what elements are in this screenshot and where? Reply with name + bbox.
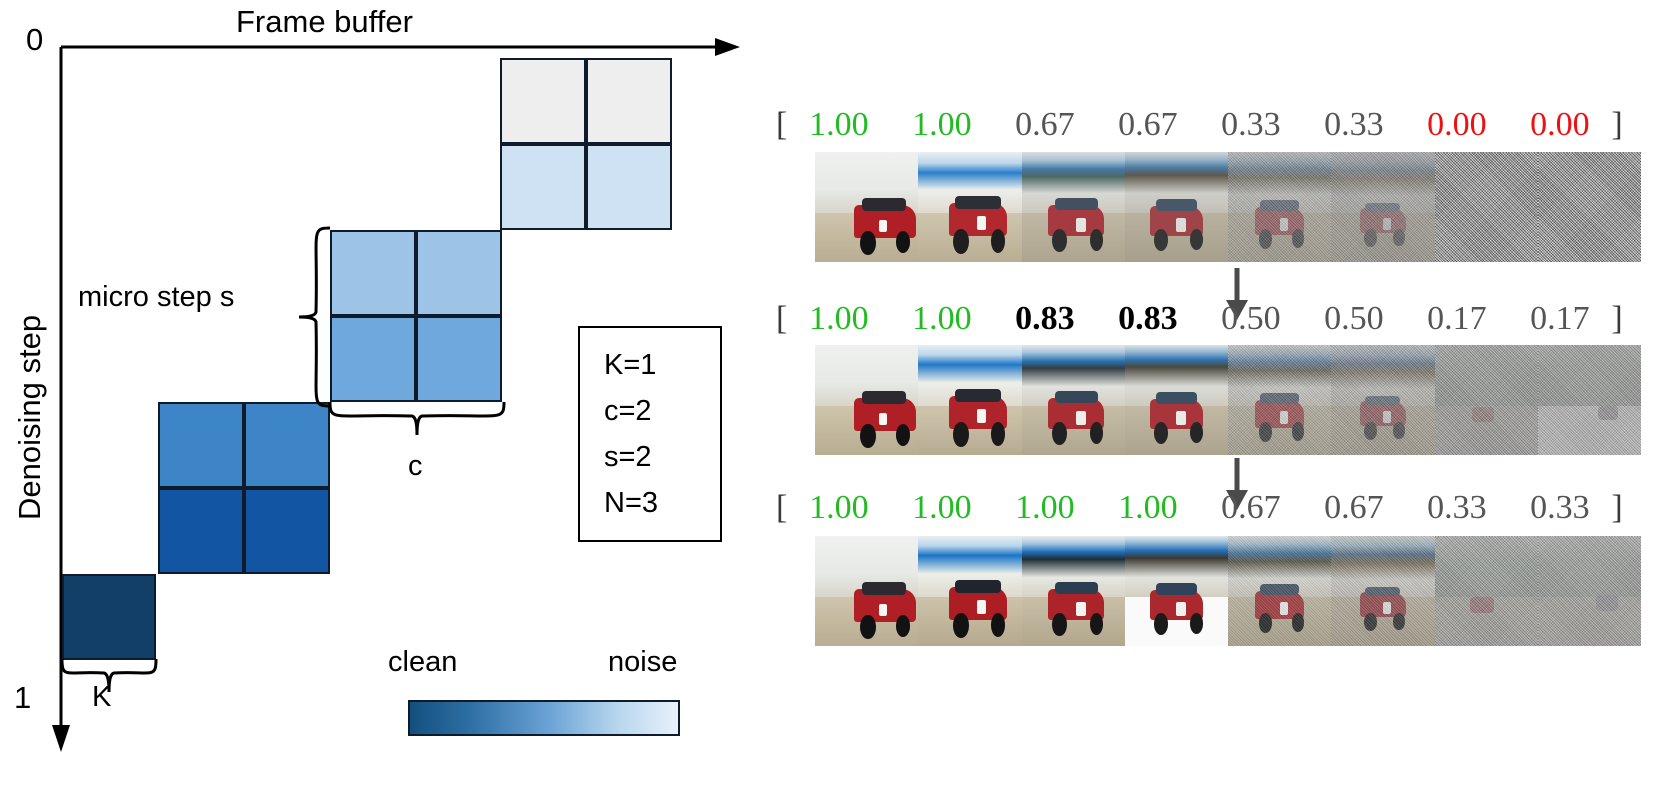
frame-3-5 — [1228, 536, 1332, 646]
frame-2-6 — [1331, 345, 1435, 455]
param-K: K=1 — [604, 349, 657, 381]
colormap-legend-bar — [408, 700, 680, 736]
frame-1-6 — [1331, 152, 1435, 262]
y-axis-tick-bottom: 1 — [14, 680, 32, 715]
brace-micro-step-s — [298, 226, 331, 408]
frame-2-8 — [1537, 345, 1641, 455]
row-1-value-6: 0.33 — [1324, 106, 1384, 143]
x-axis-label: Frame buffer — [236, 4, 413, 39]
y-axis-label: Denoising step — [12, 314, 47, 520]
frame-3-4 — [1124, 536, 1228, 646]
y-axis-tick-top: 0 — [26, 22, 44, 57]
row-2-value-5: 0.50 — [1221, 300, 1281, 337]
strip-row-2 — [815, 345, 1641, 455]
row-3-value-6: 0.67 — [1324, 489, 1384, 526]
frame-2-2 — [918, 345, 1022, 455]
grid-cell-b3 — [330, 316, 416, 402]
row-3-value-4: 1.00 — [1118, 489, 1178, 526]
frame-2-4 — [1124, 345, 1228, 455]
row-1-value-1: 1.00 — [809, 106, 869, 143]
row-3-open-bracket: [ — [776, 489, 788, 526]
grid-cell-a3 — [500, 144, 586, 230]
row-1-value-5: 0.33 — [1221, 106, 1281, 143]
transition-arrow-2 — [1226, 458, 1248, 510]
row-2-value-7: 0.17 — [1427, 300, 1487, 337]
row-2-open-bracket: [ — [776, 300, 788, 337]
transition-arrow-1 — [1226, 268, 1248, 320]
frame-3-7 — [1434, 536, 1538, 646]
grid-cell-a2 — [586, 58, 672, 144]
row-3-value-2: 1.00 — [912, 489, 972, 526]
row-1-close-bracket: ] — [1611, 106, 1623, 143]
row-1-value-3: 0.67 — [1015, 106, 1075, 143]
grid-cell-a1 — [500, 58, 586, 144]
frame-2-1 — [815, 345, 919, 455]
grid-cell-c4 — [244, 488, 330, 574]
brace-k-label: K — [92, 681, 112, 713]
frame-1-7 — [1434, 152, 1538, 262]
row-3-value-1: 1.00 — [809, 489, 869, 526]
row-2-value-1: 1.00 — [809, 300, 869, 337]
row-3-value-8: 0.33 — [1530, 489, 1590, 526]
row-3-value-5: 0.67 — [1221, 489, 1281, 526]
frame-3-3 — [1021, 536, 1125, 646]
row-1-value-4: 0.67 — [1118, 106, 1178, 143]
row-2-value-2: 1.00 — [912, 300, 972, 337]
row-1-value-8: 0.00 — [1530, 106, 1590, 143]
frame-1-4 — [1124, 152, 1228, 262]
frame-3-6 — [1331, 536, 1435, 646]
value-row-3: [ 1.00 1.00 1.00 1.00 0.67 0.67 0.33 0.3… — [776, 489, 1646, 527]
row-1-value-7: 0.00 — [1427, 106, 1487, 143]
legend-label-clean: clean — [388, 646, 458, 678]
grid-cell-c2 — [244, 402, 330, 488]
frame-2-7 — [1434, 345, 1538, 455]
diagram-axes — [52, 38, 740, 752]
row-2-value-6: 0.50 — [1324, 300, 1384, 337]
row-1-open-bracket: [ — [776, 106, 788, 143]
frame-1-5 — [1228, 152, 1332, 262]
brace-k — [60, 658, 158, 693]
param-N: N=3 — [604, 487, 659, 519]
row-2-value-4: 0.83 — [1118, 300, 1178, 337]
value-row-2: [ 1.00 1.00 0.83 0.83 0.50 0.50 0.17 0.1… — [776, 300, 1646, 338]
row-2-value-3: 0.83 — [1015, 300, 1075, 337]
row-1-value-2: 1.00 — [912, 106, 972, 143]
grid-cell-b4 — [416, 316, 502, 402]
grid-cell-d1 — [62, 574, 156, 660]
grid-cell-a4 — [586, 144, 672, 230]
row-2-value-8: 0.17 — [1530, 300, 1590, 337]
param-c: c=2 — [604, 395, 652, 427]
legend-label-noise: noise — [608, 646, 678, 678]
frame-3-2 — [918, 536, 1022, 646]
grid-cell-c1 — [158, 402, 244, 488]
value-row-1: [ 1.00 1.00 0.67 0.67 0.33 0.33 0.00 0.0… — [776, 106, 1646, 144]
frame-3-1 — [815, 536, 919, 646]
grid-cell-b2 — [416, 230, 502, 316]
frame-3-8 — [1537, 536, 1641, 646]
frame-2-3 — [1021, 345, 1125, 455]
frame-1-3 — [1021, 152, 1125, 262]
frame-2-5 — [1228, 345, 1332, 455]
brace-c-label: c — [408, 450, 423, 482]
frame-1-1 — [815, 152, 919, 262]
parameters-box: K=1 c=2 s=2 N=3 — [578, 326, 722, 542]
brace-micro-step-s-label: micro step s — [78, 281, 235, 313]
row-3-value-7: 0.33 — [1427, 489, 1487, 526]
grid-cell-c3 — [158, 488, 244, 574]
param-s: s=2 — [604, 441, 652, 473]
row-3-value-3: 1.00 — [1015, 489, 1075, 526]
frame-1-8 — [1537, 152, 1641, 262]
frame-1-2 — [918, 152, 1022, 262]
strip-row-3 — [815, 536, 1641, 646]
brace-c — [328, 401, 506, 436]
row-2-close-bracket: ] — [1611, 300, 1623, 337]
strip-row-1 — [815, 152, 1641, 262]
row-3-close-bracket: ] — [1611, 489, 1623, 526]
grid-cell-b1 — [330, 230, 416, 316]
